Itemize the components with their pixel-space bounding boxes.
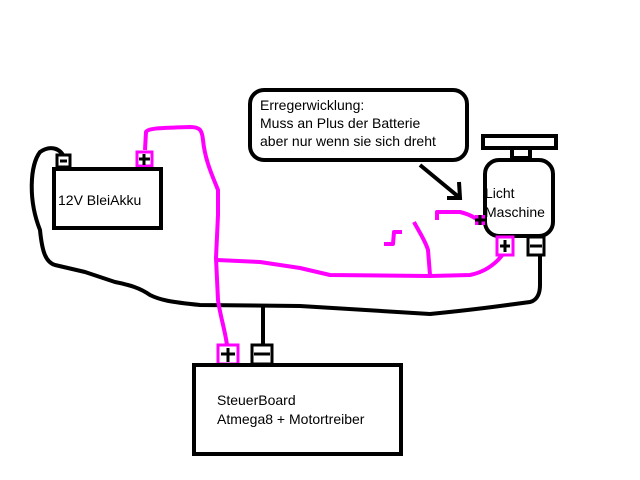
positive-wire-alternator — [216, 250, 507, 278]
positive-wire-excitation — [384, 210, 480, 276]
controller-label-line2: Atmega8 + Motortreiber — [217, 411, 365, 427]
alternator-label-line1: Licht — [485, 185, 515, 201]
battery-label: 12V BleiAkku — [58, 192, 142, 208]
callout-arrow — [418, 163, 463, 200]
alternator-shaft — [510, 146, 532, 160]
alternator-label-line2: Maschine — [485, 204, 545, 220]
controller-box — [192, 363, 403, 456]
positive-wire-battery-controller — [143, 125, 229, 346]
battery-box — [52, 167, 163, 230]
controller-label-line1: SteuerBoard — [217, 392, 296, 408]
callout-line-3: aber nur wenn sie sich dreht — [260, 133, 436, 149]
negative-wire-main — [29, 146, 542, 316]
callout-line-1: Erregerwicklung: — [260, 97, 365, 113]
callout-line-2: Muss an Plus der Batterie — [260, 115, 421, 131]
alternator-body — [483, 158, 555, 238]
excitation-callout: Erregerwicklung: Muss an Plus der Batter… — [248, 88, 469, 162]
